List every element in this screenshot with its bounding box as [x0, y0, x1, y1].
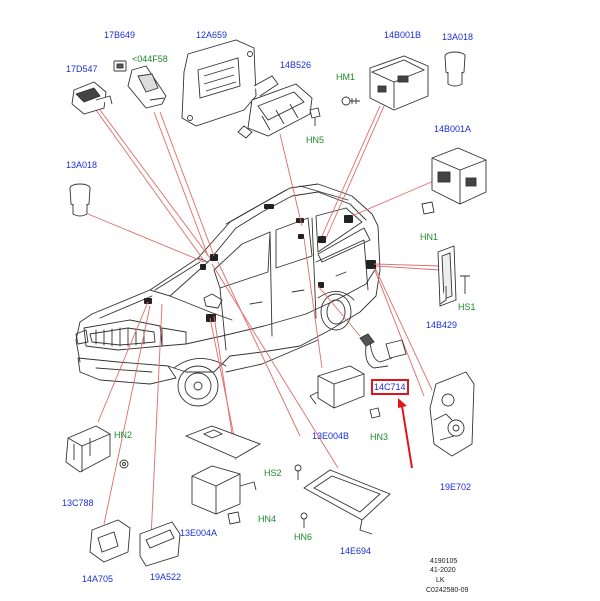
- label-hn3: HN3: [370, 432, 389, 442]
- part-hn4-nut: [227, 511, 241, 525]
- label-14b001a: 14B001A: [434, 124, 472, 134]
- part-hn3-nut: [369, 407, 381, 419]
- label-14a705: 14A705: [82, 574, 114, 584]
- part-14b526-module: [237, 83, 313, 139]
- label-044f58: <044F58: [132, 54, 168, 64]
- part-14a705-bracket: [89, 519, 131, 563]
- label-hn4: HN4: [258, 514, 277, 524]
- label-17b649: 17B649: [104, 30, 136, 40]
- part-hn1-nut: [421, 201, 435, 215]
- part-17b649-sensor: [113, 60, 127, 72]
- label-13e004a: 13E004A: [180, 528, 218, 538]
- part-hm1-screw: [341, 96, 360, 106]
- label-13c788: 13C788: [62, 498, 94, 508]
- part-13c788-module: [65, 425, 111, 473]
- label-hs1: HS1: [458, 302, 476, 312]
- part-13e004b-module: [309, 365, 365, 409]
- part-19a522-panel: [139, 521, 181, 567]
- label-14b526: 14B526: [280, 60, 312, 70]
- part-044f58-bracket: [127, 65, 167, 109]
- label-14e694: 14E694: [340, 546, 372, 556]
- part-bracket-center: [184, 425, 262, 459]
- label-hn2: HN2: [114, 430, 133, 440]
- leader-lines: [87, 105, 441, 561]
- label-14b001b: 14B001B: [384, 30, 422, 40]
- vehicle-component-markers: [144, 204, 376, 322]
- part-13e004a-module: [191, 465, 257, 515]
- label-19e702: 19E702: [440, 482, 472, 492]
- label-13a018-top: 13A018: [442, 32, 474, 42]
- part-14b001a-module: [431, 147, 487, 205]
- label-hm1: HM1: [336, 72, 356, 82]
- footer-ref-1: 4190105: [430, 558, 458, 565]
- highlight-arrow: [398, 398, 413, 469]
- part-hn6-nut: [300, 512, 308, 528]
- part-hs1-screw: [460, 275, 470, 294]
- footer-ref-2: 41-2020: [430, 567, 456, 574]
- part-hn2-nut: [119, 459, 129, 469]
- part-13a018-sensor-top: [444, 51, 466, 87]
- label-hn1: HN1: [420, 232, 439, 242]
- part-13a018-sensor-left: [69, 183, 91, 217]
- label-19a522: 19A522: [150, 572, 182, 582]
- part-14e694-tray: [303, 469, 391, 535]
- part-14c714-harness: [359, 333, 407, 369]
- footer-ref-3: LK: [436, 577, 445, 584]
- label-14c714: 14C714: [374, 382, 406, 392]
- highlight-box: [371, 379, 409, 395]
- part-hs2-screw: [294, 464, 302, 480]
- part-14b001b-module: [369, 55, 429, 111]
- part-17d547-sensor: [71, 81, 113, 115]
- label-13a018-left: 13A018: [66, 160, 98, 170]
- part-12a659-bracket-plate: [181, 39, 279, 127]
- label-hs2: HS2: [264, 468, 282, 478]
- part-hn5-nut: [309, 107, 321, 126]
- part-14b429-strip: [437, 245, 457, 307]
- label-13e004b: 13E004B: [312, 431, 350, 441]
- footer-ref-4: C0242580-09: [426, 587, 469, 594]
- label-hn5: HN5: [306, 135, 325, 145]
- label-17d547: 17D547: [66, 64, 98, 74]
- vehicle-outline: [75, 183, 381, 407]
- part-19e702-latch: [429, 371, 475, 457]
- label-12a659: 12A659: [196, 30, 228, 40]
- label-hn6: HN6: [294, 532, 313, 542]
- label-14b429: 14B429: [426, 320, 458, 330]
